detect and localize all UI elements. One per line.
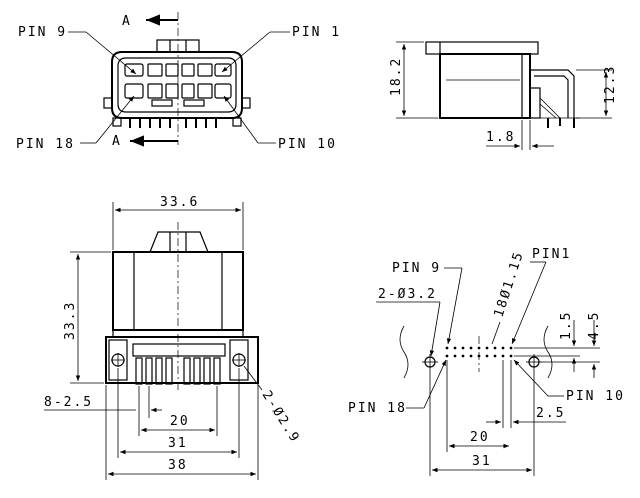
dim-pcb-pin-span: 20: [470, 430, 490, 445]
dim-pcb-hole-span: 31: [472, 454, 492, 469]
label-pin-holes-pcb: 18Ø1.15: [492, 249, 528, 319]
side-view: 18.2 12.3 1.8: [389, 41, 618, 150]
front-cavities: [124, 63, 232, 107]
pcb-layout: PIN 9 PIN1 2-Ø3.2 18Ø1.15 PIN 18 PIN 10 …: [348, 247, 625, 476]
label-pin-18-pcb: PIN 18: [348, 401, 407, 416]
dim-side-lead-height: 12.3: [603, 65, 618, 104]
pcb-pin-holes: [445, 346, 513, 358]
dim-bottom-pitch: 8-2.5: [44, 395, 93, 410]
dim-side-pin-offset: 1.8: [486, 130, 515, 145]
bottom-pins: [132, 343, 226, 385]
section-label-bottom: A: [112, 134, 122, 149]
dim-bottom-hole-span: 31: [168, 436, 188, 451]
label-pin-1-front: PIN 1: [292, 25, 341, 40]
dim-bottom-top-width: 33.6: [160, 195, 199, 210]
label-pin-1-pcb: PIN1: [532, 247, 571, 262]
label-pin-10-front: PIN 10: [278, 137, 337, 152]
dim-pcb-row-pitch: 1.5: [559, 311, 574, 340]
dim-bottom-total-width: 38: [168, 458, 188, 473]
label-pin-9-front: PIN 9: [18, 25, 67, 40]
section-label-top: A: [122, 14, 132, 29]
dim-side-height: 18.2: [389, 57, 404, 96]
label-pin-10-pcb: PIN 10: [566, 389, 625, 404]
dim-bottom-hole-dia: 2-Ø2.9: [259, 388, 303, 446]
front-pins: [112, 117, 242, 128]
label-pin-9-pcb: PIN 9: [392, 261, 441, 276]
bottom-view: 33.6 33.3 8-2.5 20 31 38 2-Ø2.9: [44, 195, 303, 480]
dim-bottom-height: 33.3: [63, 301, 78, 340]
label-pin-18-front: PIN 18: [16, 137, 75, 152]
dim-bottom-pin-span: 20: [170, 414, 190, 429]
front-view: A: [16, 12, 341, 152]
label-mount-holes-pcb: 2-Ø3.2: [378, 287, 437, 302]
dim-pcb-pitch: 2.5: [536, 406, 565, 421]
dim-pcb-offset: 4.5: [587, 311, 602, 340]
